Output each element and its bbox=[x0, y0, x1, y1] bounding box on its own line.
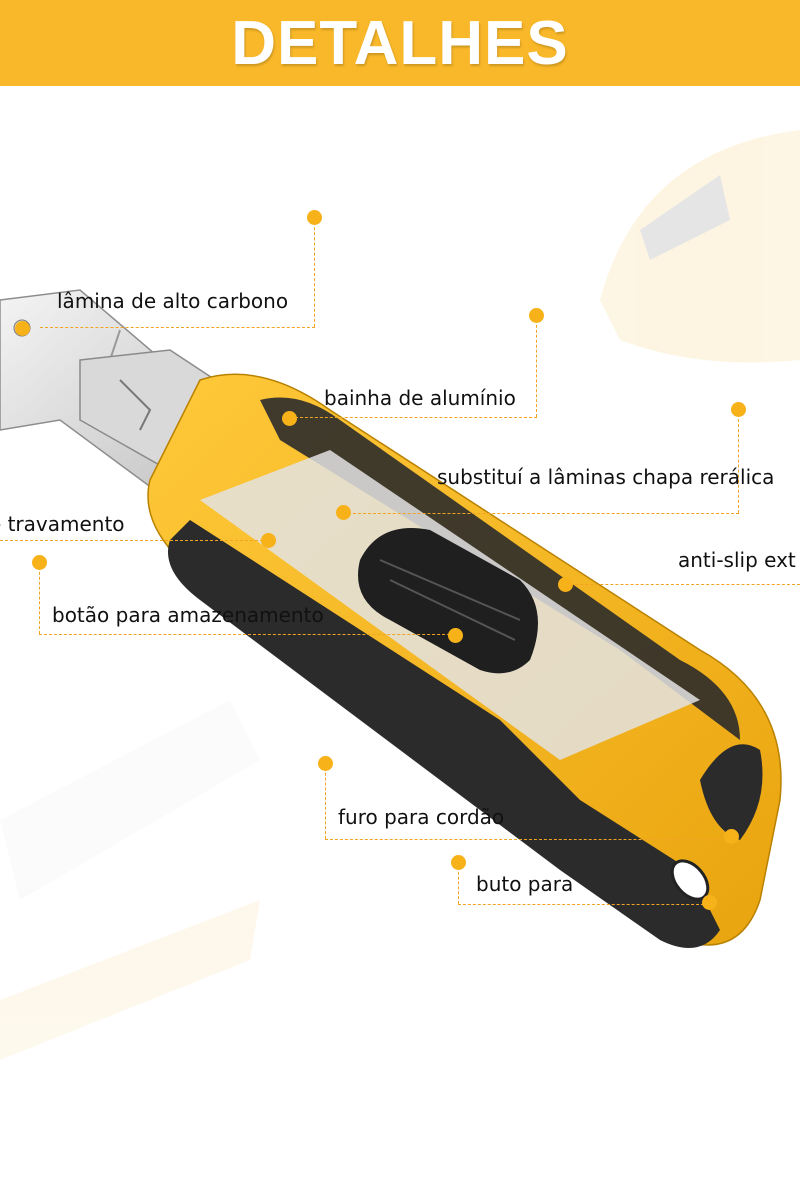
utility-knife-image bbox=[0, 130, 800, 1060]
callout-dot-bainha-end bbox=[282, 411, 297, 426]
callout-dot-buto-end bbox=[702, 895, 717, 910]
header-banner: DETALHES bbox=[0, 0, 800, 86]
leader-furo-h bbox=[325, 839, 731, 840]
label-lamina: lâmina de alto carbono bbox=[57, 289, 289, 313]
leader-bainha-v bbox=[536, 315, 537, 417]
background-knife-top-right bbox=[600, 130, 800, 363]
leader-travamento-h bbox=[0, 540, 268, 541]
callout-dot-furo-end bbox=[724, 829, 739, 844]
leader-lamina-h bbox=[40, 327, 315, 328]
callout-dot-antislip-end bbox=[558, 577, 573, 592]
leader-buto-h bbox=[458, 904, 709, 905]
label-buto: buto para bbox=[476, 872, 574, 896]
label-travamento: - travamento bbox=[0, 512, 125, 536]
callout-dot-substitui bbox=[731, 402, 746, 417]
leader-substitui-h bbox=[343, 513, 739, 514]
label-furo: furo para cordão bbox=[338, 805, 505, 829]
leader-substitui-v bbox=[738, 409, 739, 513]
callout-dot-botao bbox=[32, 555, 47, 570]
callout-dot-travamento-end bbox=[261, 533, 276, 548]
callout-dot-lamina-end bbox=[15, 321, 30, 336]
callout-dot-bainha bbox=[529, 308, 544, 323]
page-title: DETALHES bbox=[231, 8, 569, 78]
callout-dot-substitui-end bbox=[336, 505, 351, 520]
label-botao: botão para amazenamento bbox=[52, 603, 324, 627]
callout-dot-furo bbox=[318, 756, 333, 771]
slider-button bbox=[358, 528, 538, 674]
leader-lamina-v bbox=[314, 217, 315, 327]
label-bainha: bainha de alumínio bbox=[324, 386, 516, 410]
callout-dot-botao-end bbox=[448, 628, 463, 643]
label-substitui: substituí a lâminas chapa rerálica bbox=[437, 465, 775, 489]
callout-dot-buto bbox=[451, 855, 466, 870]
leader-antislip-h bbox=[565, 584, 800, 585]
leader-botao-v bbox=[39, 562, 40, 634]
callout-dot-lamina bbox=[307, 210, 322, 225]
leader-buto-v bbox=[458, 862, 459, 904]
leader-bainha-h bbox=[290, 417, 537, 418]
label-antislip: anti-slip ext bbox=[678, 548, 796, 572]
leader-furo-v bbox=[325, 763, 326, 839]
leader-botao-h bbox=[39, 634, 455, 635]
background-knife-bottom-left bbox=[0, 700, 260, 1060]
